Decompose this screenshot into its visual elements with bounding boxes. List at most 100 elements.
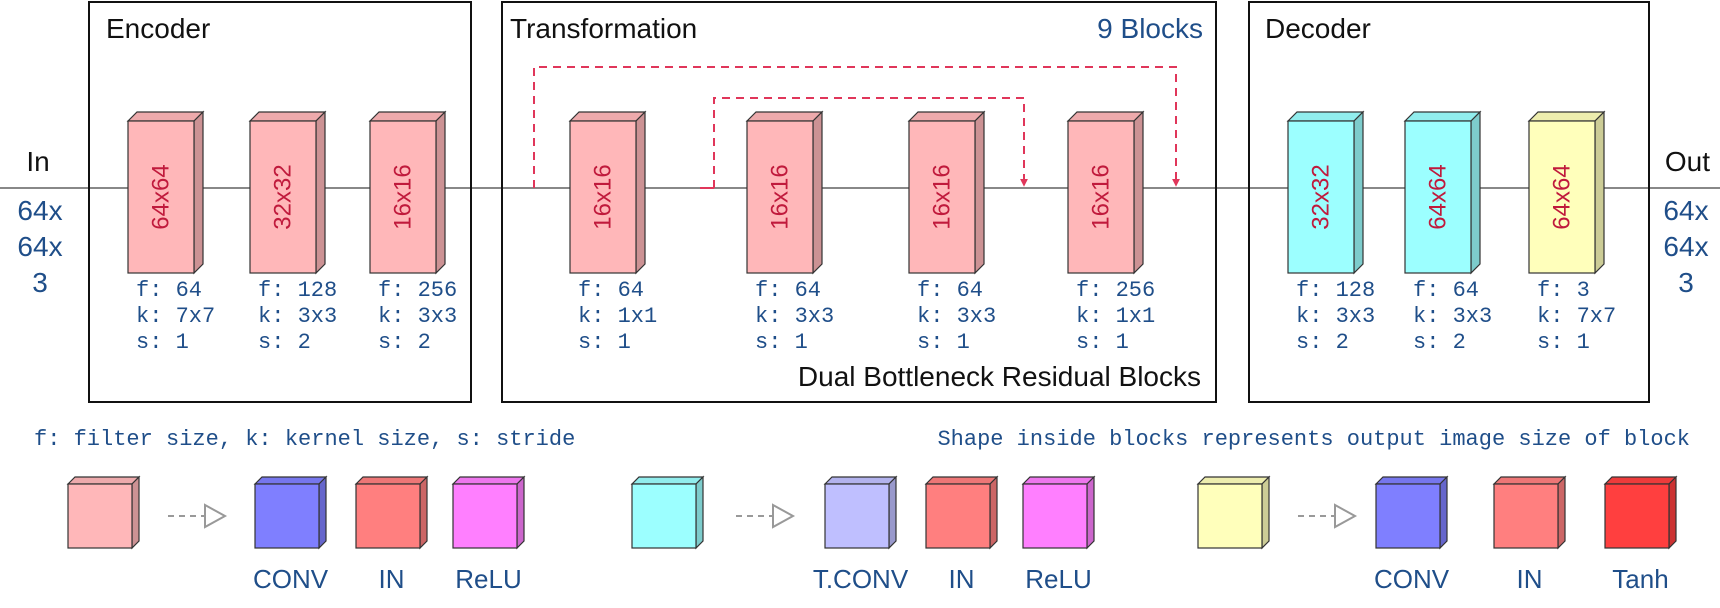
transformation-block-4-s-param: s: 1 — [1076, 330, 1129, 355]
encoder-block-3-k-param: k: 3x3 — [378, 304, 457, 329]
encoder-frame — [88, 1, 472, 403]
transformation-block-1 — [568, 110, 647, 275]
output-label: Out — [1665, 146, 1710, 177]
transformation-block-2-k-param: k: 3x3 — [755, 304, 834, 329]
input-shape-line-3: 3 — [32, 267, 48, 298]
transformation-block-3-dim-label: 16x16 — [929, 164, 956, 229]
encoder-block-1-k-param: k: 7x7 — [136, 304, 215, 329]
legend-3-part-3-label: Tanh — [1612, 564, 1668, 594]
encoder-block-2-dim-label: 32x32 — [270, 164, 297, 229]
decoder-block-3-s-param: s: 1 — [1537, 330, 1590, 355]
decoder-title: Decoder — [1265, 13, 1371, 44]
legend-source-block-1 — [66, 475, 141, 550]
decoder-block-3-k-param: k: 7x7 — [1537, 304, 1616, 329]
legend-arrow-head-3 — [1334, 503, 1358, 529]
transformation-frame — [501, 1, 1217, 403]
legend-group-1: CONV IN ReLU — [66, 475, 526, 594]
transformation-block-3-s-param: s: 1 — [917, 330, 970, 355]
transformation-caption: Dual Bottleneck Residual Blocks — [798, 361, 1201, 392]
decoder-block-2-k-param: k: 3x3 — [1413, 304, 1492, 329]
decoder-block-1-k-param: k: 3x3 — [1296, 304, 1375, 329]
encoder-block-2-f-param: f: 128 — [258, 278, 337, 303]
skip-connection-outer — [533, 66, 1180, 188]
transformation-block-1-k-param: k: 1x1 — [578, 304, 657, 329]
legend-1-part-3-label: ReLU — [455, 564, 521, 594]
encoder-block-1-dim-label: 64x64 — [148, 164, 175, 229]
legend-1-part-2-block — [354, 475, 429, 550]
decoder-block-2-f-param: f: 64 — [1413, 278, 1479, 303]
transformation-block-3-f-param: f: 64 — [917, 278, 983, 303]
legend-2-part-3-block — [1021, 475, 1096, 550]
skip-connection-inner — [713, 97, 1028, 188]
decoder-block-2-dim-label: 64x64 — [1425, 164, 1452, 229]
transformation-block-4-k-param: k: 1x1 — [1076, 304, 1155, 329]
legend-3-part-2-block — [1492, 475, 1567, 550]
encoder-block-1 — [126, 110, 205, 275]
legend-arrow-head-1 — [204, 503, 228, 529]
transformation-block-count: 9 Blocks — [1097, 13, 1203, 44]
encoder-block-3 — [368, 110, 447, 275]
output-shape-line-3: 3 — [1678, 267, 1694, 298]
legend-1-part-1-label: CONV — [253, 564, 329, 594]
encoder-block-3-f-param: f: 256 — [378, 278, 457, 303]
encoder-block-2 — [248, 110, 327, 275]
transformation-block-1-dim-label: 16x16 — [590, 164, 617, 229]
encoder-block-3-s-param: s: 2 — [378, 330, 431, 355]
decoder-block-2-s-param: s: 2 — [1413, 330, 1466, 355]
decoder-block-1-dim-label: 32x32 — [1308, 164, 1335, 229]
transformation-block-3 — [907, 110, 986, 275]
transformation-block-1-s-param: s: 1 — [578, 330, 631, 355]
output-shape-line-1: 64x — [1663, 195, 1708, 226]
encoder-title: Encoder — [106, 13, 210, 44]
legend-source-block-3 — [1196, 475, 1271, 550]
legend-note-left: f: filter size, k: kernel size, s: strid… — [34, 427, 575, 452]
transformation-block-4-dim-label: 16x16 — [1088, 164, 1115, 229]
legend-3-part-3-block — [1603, 475, 1678, 550]
transformation-block-2 — [745, 110, 824, 275]
legend-1-part-2-label: IN — [379, 564, 405, 594]
legend-note-right: Shape inside blocks represents output im… — [937, 427, 1690, 452]
decoder-block-1-s-param: s: 2 — [1296, 330, 1349, 355]
legend-group-3: CONV IN Tanh — [1196, 475, 1678, 594]
legend-arrow-head-2 — [772, 503, 796, 529]
decoder-block-1-f-param: f: 128 — [1296, 278, 1375, 303]
legend-2-part-1-block — [823, 475, 898, 550]
encoder-block-2-k-param: k: 3x3 — [258, 304, 337, 329]
input-shape-line-1: 64x — [17, 195, 62, 226]
legend-3-part-1-block — [1374, 475, 1449, 550]
legend-source-block-2 — [630, 475, 705, 550]
legend-1-part-1-block — [253, 475, 328, 550]
encoder-block-3-dim-label: 16x16 — [390, 164, 417, 229]
legend-2-part-3-label: ReLU — [1025, 564, 1091, 594]
transformation-block-4 — [1066, 110, 1145, 275]
encoder-block-2-s-param: s: 2 — [258, 330, 311, 355]
encoder-block-1-f-param: f: 64 — [136, 278, 202, 303]
legend-3-part-2-label: IN — [1517, 564, 1543, 594]
legend-3-part-1-label: CONV — [1374, 564, 1450, 594]
legend-2-part-1-label: T.CONV — [813, 564, 909, 594]
transformation-block-4-f-param: f: 256 — [1076, 278, 1155, 303]
decoder-block-1 — [1286, 110, 1365, 275]
decoder-block-2 — [1403, 110, 1482, 275]
transformation-block-3-k-param: k: 3x3 — [917, 304, 996, 329]
legend-2-part-2-block — [924, 475, 999, 550]
input-shape-line-2: 64x — [17, 231, 62, 262]
transformation-block-1-f-param: f: 64 — [578, 278, 644, 303]
transformation-title: Transformation — [510, 13, 697, 44]
decoder-frame — [1248, 1, 1650, 403]
transformation-block-2-s-param: s: 1 — [755, 330, 808, 355]
encoder-block-1-s-param: s: 1 — [136, 330, 189, 355]
input-label: In — [26, 146, 49, 177]
legend-1-part-3-block — [451, 475, 526, 550]
transformation-block-2-f-param: f: 64 — [755, 278, 821, 303]
transformation-block-2-dim-label: 16x16 — [767, 164, 794, 229]
decoder-block-3-dim-label: 64x64 — [1549, 164, 1576, 229]
decoder-block-3 — [1527, 110, 1606, 275]
decoder-block-3-f-param: f: 3 — [1537, 278, 1590, 303]
